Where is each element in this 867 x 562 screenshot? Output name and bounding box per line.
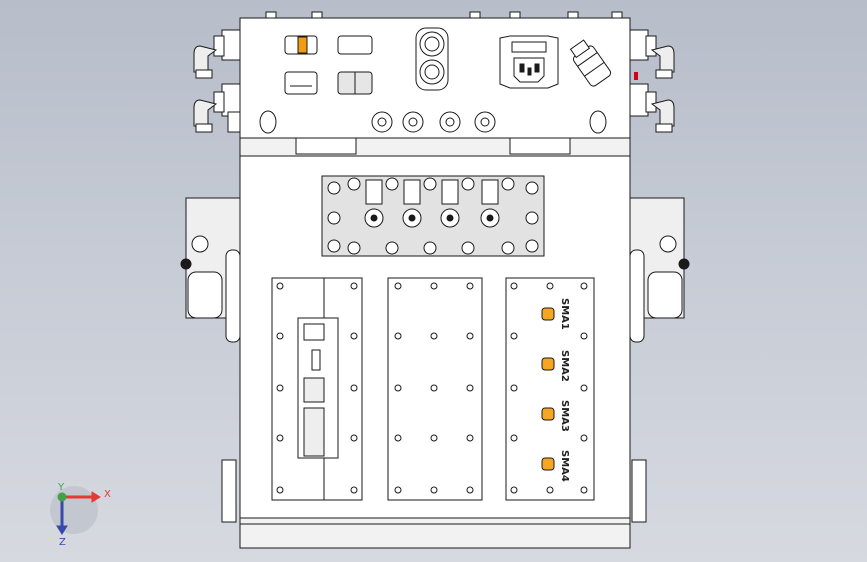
warning-tag — [634, 72, 638, 80]
screw-head — [430, 332, 438, 340]
power-inlet-label — [511, 41, 547, 53]
sma3-label: SMA3 — [559, 400, 570, 432]
x-axis-label: X — [104, 489, 111, 500]
right-latch — [631, 459, 647, 523]
rocker-switch — [297, 36, 308, 54]
latch-clip — [295, 137, 357, 155]
bnc-connector-inner — [445, 117, 455, 127]
round-port-inner — [424, 36, 440, 52]
screw-head — [466, 434, 474, 442]
sma-bulkhead-connectors — [364, 208, 500, 228]
top-stud — [469, 11, 481, 19]
dsub-connector — [337, 35, 373, 55]
screw-head — [546, 282, 554, 290]
power-inlet-pin — [527, 67, 532, 76]
screw-head — [430, 486, 438, 494]
screw-head — [276, 282, 284, 290]
screw-head — [350, 332, 358, 340]
screw-head — [350, 384, 358, 392]
top-stud — [265, 11, 277, 19]
screw-head — [394, 486, 402, 494]
top-stud — [611, 11, 623, 19]
cable-gland — [569, 39, 612, 87]
coordinate-triad: X Y Z — [50, 482, 111, 548]
base-plate — [239, 517, 631, 549]
screw-head — [394, 282, 402, 290]
right-air-fittings — [629, 29, 675, 133]
screw-head — [276, 434, 284, 442]
sma-ports — [541, 307, 555, 471]
screw-head — [394, 384, 402, 392]
screw-head — [430, 282, 438, 290]
assembly-drawing — [180, 11, 690, 549]
bnc-connector-inner — [377, 117, 387, 127]
dip-switch-lever — [311, 349, 321, 371]
screw-head — [510, 332, 518, 340]
round-port-inner — [424, 64, 440, 80]
bnc-connector-inner — [480, 117, 490, 127]
top-stud — [311, 11, 323, 19]
left-latch — [221, 459, 237, 523]
dip-switch-slot — [303, 377, 325, 403]
power-inlet-pin — [519, 63, 525, 73]
latch-clip — [509, 137, 571, 155]
screw-head — [350, 282, 358, 290]
right-motor — [629, 197, 690, 343]
dip-switch-label — [303, 323, 325, 341]
y-axis-dot — [57, 492, 67, 502]
screw-head — [466, 282, 474, 290]
screw-head — [430, 434, 438, 442]
screw-head — [510, 384, 518, 392]
power-inlet-pin — [534, 63, 540, 73]
screw-head — [394, 332, 402, 340]
switch-housing — [284, 71, 318, 95]
screw-head — [580, 282, 588, 290]
top-stud — [509, 11, 521, 19]
screw-head — [350, 486, 358, 494]
screw-head — [276, 486, 284, 494]
z-axis-arrowhead — [56, 525, 68, 535]
screw-head — [510, 486, 518, 494]
screw-head — [276, 332, 284, 340]
panel-screws — [276, 282, 588, 494]
screw-head — [394, 434, 402, 442]
screw-head — [580, 384, 588, 392]
screw-head — [580, 332, 588, 340]
screw-head — [350, 434, 358, 442]
z-axis-label: Z — [59, 537, 66, 548]
sma4-label: SMA4 — [559, 450, 570, 482]
screw-head — [510, 434, 518, 442]
screw-head — [276, 384, 284, 392]
top-stud — [567, 11, 579, 19]
bnc-connector-inner — [408, 117, 418, 127]
mount-slot — [589, 110, 607, 134]
bulkhead-plate-features — [327, 177, 539, 255]
screw-head — [466, 332, 474, 340]
screw-head — [466, 486, 474, 494]
screw-head — [546, 486, 554, 494]
y-axis-label: Y — [57, 482, 65, 493]
sma1-label: SMA1 — [559, 298, 570, 330]
screw-head — [580, 486, 588, 494]
dip-switch-slot — [303, 407, 325, 457]
screw-head — [430, 384, 438, 392]
left-air-fittings — [193, 29, 241, 133]
x-axis-arrowhead — [91, 491, 101, 503]
screw-head — [580, 434, 588, 442]
left-motor — [180, 197, 241, 343]
sma2-label: SMA2 — [559, 350, 570, 382]
mount-slot — [259, 110, 277, 134]
screw-head — [510, 282, 518, 290]
screw-head — [466, 384, 474, 392]
